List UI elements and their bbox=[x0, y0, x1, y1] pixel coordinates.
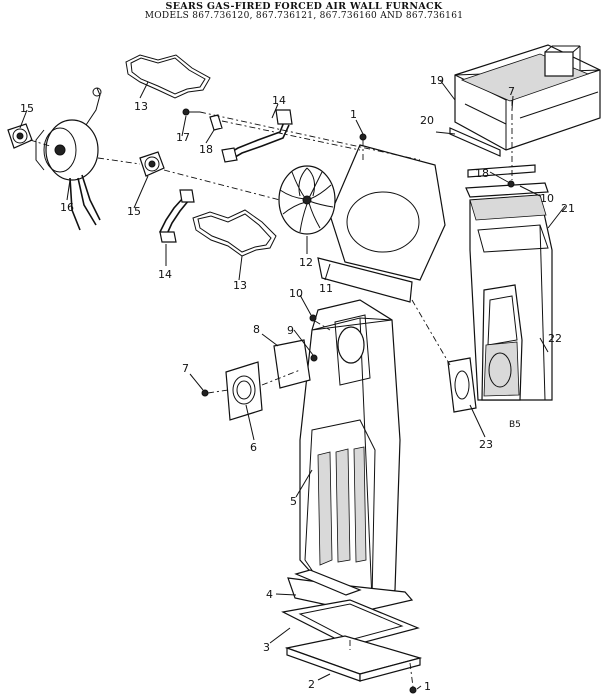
callout-7b: 7 bbox=[508, 85, 515, 98]
callout-1b: 1 bbox=[424, 680, 431, 693]
callout-16: 16 bbox=[60, 201, 74, 214]
part-gasket-strip bbox=[449, 127, 536, 178]
callout-22: 22 bbox=[548, 332, 562, 345]
callout-23: 23 bbox=[479, 438, 493, 451]
part-burner-insert-left bbox=[7, 123, 33, 149]
callout-14a: 14 bbox=[272, 94, 286, 107]
part-vent-duct bbox=[465, 182, 553, 401]
callout-20: 20 bbox=[420, 114, 434, 127]
callout-6: 6 bbox=[250, 441, 257, 454]
callout-7a: 7 bbox=[182, 362, 189, 375]
callout-8: 8 bbox=[253, 323, 260, 336]
callout-13a: 13 bbox=[134, 100, 148, 113]
explosion-lines bbox=[29, 100, 513, 688]
part-screws-9-10 bbox=[201, 133, 515, 694]
figure-code: B5 bbox=[509, 420, 521, 430]
diagram-title: SEARS GAS-FIRED FORCED AIR WALL FURNACK bbox=[165, 1, 443, 12]
callout-15b: 15 bbox=[127, 205, 141, 218]
part-access-plate-6 bbox=[225, 361, 263, 421]
callout-4: 4 bbox=[266, 588, 273, 601]
callout-10a: 10 bbox=[289, 287, 303, 300]
callout-1a: 1 bbox=[350, 108, 357, 121]
part-blower-panel bbox=[317, 144, 446, 303]
callout-17: 17 bbox=[176, 131, 190, 144]
part-gasket-lower bbox=[192, 209, 277, 257]
part-clip-18 bbox=[209, 114, 223, 131]
part-pipe-upper bbox=[221, 109, 293, 163]
callout-13b: 13 bbox=[233, 279, 247, 292]
callout-9: 9 bbox=[287, 324, 294, 337]
part-blower-wheel bbox=[278, 165, 336, 235]
callout-15a: 15 bbox=[20, 102, 34, 115]
part-sight-glass-8 bbox=[273, 339, 311, 389]
callout-2: 2 bbox=[308, 678, 315, 691]
callout-12: 12 bbox=[299, 256, 313, 269]
part-base-plate-3 bbox=[281, 599, 420, 647]
callout-5: 5 bbox=[290, 495, 297, 508]
part-duct-gasket bbox=[447, 357, 477, 413]
part-screw-17 bbox=[182, 108, 200, 116]
part-burner-assembly bbox=[35, 87, 102, 231]
callout-21: 21 bbox=[561, 202, 575, 215]
callout-11: 11 bbox=[319, 282, 333, 295]
callout-leaders bbox=[19, 79, 566, 690]
callout-14b: 14 bbox=[158, 268, 172, 281]
part-base-plate-2 bbox=[284, 635, 423, 682]
callout-3: 3 bbox=[263, 641, 270, 654]
part-top-cap-box bbox=[454, 44, 601, 151]
part-strip-4 bbox=[294, 569, 362, 596]
part-gasket-upper bbox=[125, 54, 211, 99]
callout-18b: 18 bbox=[475, 167, 489, 180]
part-pipe-lower bbox=[159, 189, 195, 243]
models-subtitle: MODELS 867.736120, 867.736121, 867.73616… bbox=[144, 11, 464, 21]
callout-10b: 10 bbox=[540, 192, 554, 205]
part-burner-insert-right bbox=[139, 151, 165, 177]
callout-labels: 1 1 2 3 4 5 6 7 7 8 9 10 10 11 12 13 13 … bbox=[20, 74, 575, 693]
callout-19: 19 bbox=[430, 74, 444, 87]
callout-18a: 18 bbox=[199, 143, 213, 156]
part-heat-exchanger bbox=[287, 299, 414, 613]
